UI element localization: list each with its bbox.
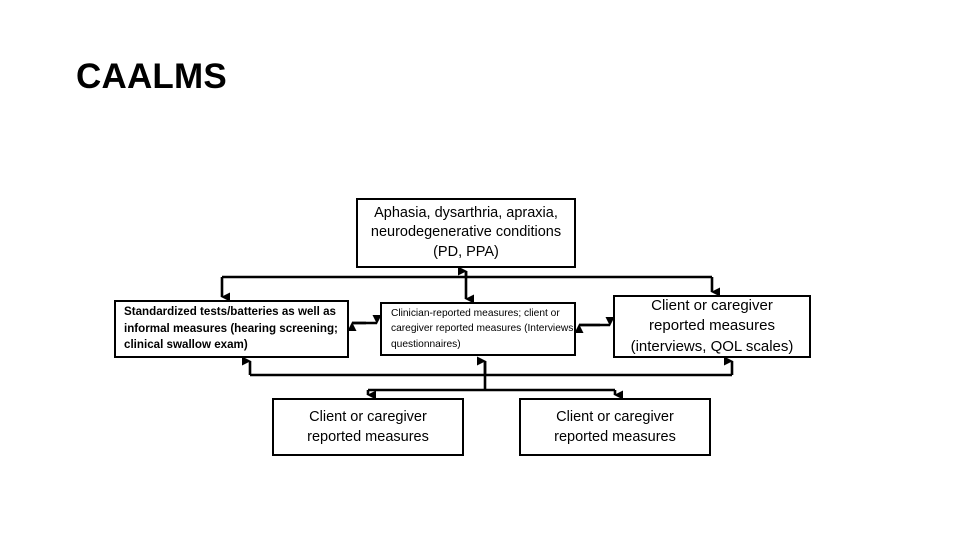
node-conditions[interactable]: Aphasia, dysarthria, apraxia, neurodegen… (356, 198, 576, 268)
node-client-bottom-right-line2: reported measures (554, 429, 676, 445)
node-client-qol[interactable]: Client or caregiver reported measures (i… (613, 295, 811, 358)
node-client-qol-line3: (interviews, QOL scales) (630, 337, 794, 355)
node-clinician-reported-text: Clinician-reported measures; client or c… (391, 308, 577, 350)
node-client-bottom-left-line1: Client or caregiver (309, 408, 427, 425)
node-standardized-tests[interactable]: Standardized tests/batteries as well as … (114, 300, 349, 358)
node-client-bottom-right[interactable]: Client or caregiver reported measures (519, 398, 711, 456)
node-client-bottom-right-line1: Client or caregiver (556, 408, 674, 425)
node-client-qol-line2: reported measures (649, 317, 775, 335)
node-client-qol-line1: Client or caregiver (651, 296, 773, 314)
node-clinician-reported[interactable]: Clinician-reported measures; client or c… (380, 302, 576, 356)
node-standardized-tests-text: Standardized tests/batteries as well as … (124, 305, 338, 352)
node-client-bottom-left-line2: reported measures (307, 429, 429, 445)
page-title: CAALMS (76, 57, 227, 96)
node-conditions-text: Aphasia, dysarthria, apraxia, neurodegen… (370, 205, 562, 260)
node-client-bottom-left[interactable]: Client or caregiver reported measures (272, 398, 464, 456)
